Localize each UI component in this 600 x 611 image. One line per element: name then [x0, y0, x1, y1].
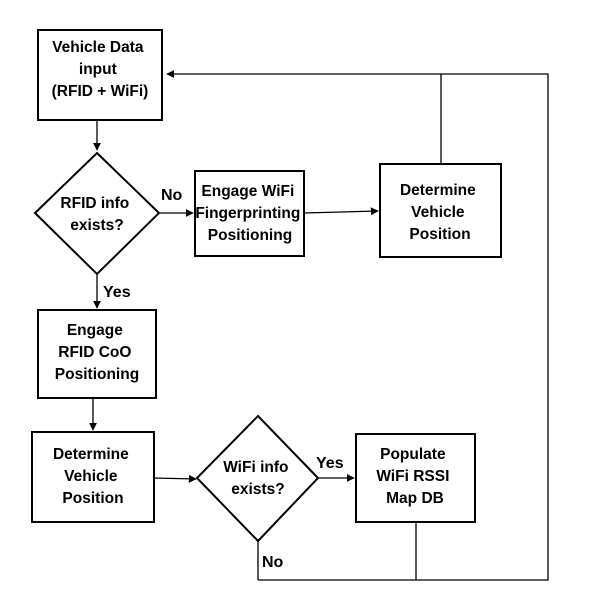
- node-line: WiFi info: [223, 459, 288, 476]
- process-box: [194, 170, 305, 257]
- svg-text:Engage RFID CoO Po: Engage RFID CoO Positioning: [55, 322, 139, 383]
- svg-text:Engage WiFi Fingerprinti: Engage WiFi Fingerprinting Positioning: [195, 183, 304, 244]
- node-line: exists?: [70, 217, 123, 234]
- svg-text:RFID info exists?: RFID info exists?: [60, 195, 133, 234]
- process-box: [37, 309, 157, 399]
- node-line: Fingerprinting: [195, 205, 300, 222]
- node-line: Populate: [380, 446, 446, 463]
- node-line: Determine: [400, 182, 476, 199]
- node-determine-vehicle-position-top: Determine Vehicle Position: [379, 163, 502, 258]
- svg-text:WiFi info exists?: WiFi info exists?: [223, 459, 293, 498]
- node-line: Engage: [67, 322, 123, 339]
- node-determine-vehicle-position-bottom: Determine Vehicle Position: [31, 431, 155, 523]
- process-box: [31, 431, 155, 523]
- process-box: [355, 433, 476, 523]
- node-line: Position: [409, 226, 470, 243]
- svg-text:Vehicle Data input: Vehicle Data input (RFID + WiFi): [52, 39, 149, 100]
- node-line: Vehicle Data: [52, 39, 144, 56]
- node-wifi-info-exists: WiFi info exists?: [195, 414, 320, 543]
- edge-label-wifi-yes: Yes: [316, 455, 344, 472]
- node-line: Positioning: [55, 366, 139, 383]
- process-box: [379, 163, 502, 258]
- node-line: Engage WiFi: [201, 183, 294, 200]
- node-line: RFID CoO: [58, 344, 131, 361]
- node-line: RFID info: [60, 195, 129, 212]
- edge-position-bottom-to-wifi-decision: [153, 474, 197, 483]
- decision-diamond: [195, 414, 320, 543]
- edge-wifi-fp-to-position-top: [303, 207, 379, 216]
- node-line: input: [79, 61, 117, 78]
- connectors: [89, 70, 549, 581]
- node-line: Positioning: [208, 227, 292, 244]
- node-engage-rfid-coo: Engage RFID CoO Positioning: [37, 309, 157, 399]
- node-line: Map DB: [386, 490, 444, 507]
- node-vehicle-data-input: Vehicle Data input (RFID + WiFi): [37, 29, 163, 121]
- decision-diamond: [33, 151, 161, 276]
- edge-label-wifi-no: No: [262, 554, 284, 571]
- node-line: Vehicle: [64, 468, 118, 485]
- svg-text:Determine Vehicle: Determine Vehicle Position: [53, 446, 133, 507]
- node-line: Position: [62, 490, 123, 507]
- svg-text:Populate WiFi RSSI: Populate WiFi RSSI Map DB: [376, 446, 453, 507]
- process-box: [37, 29, 163, 121]
- node-line: exists?: [231, 481, 284, 498]
- edge-return-loop: [258, 73, 549, 581]
- svg-text:Determine Vehicle: Determine Vehicle Position: [400, 182, 480, 243]
- node-populate-wifi-rssi: Populate WiFi RSSI Map DB: [355, 433, 476, 523]
- node-line: WiFi RSSI: [376, 468, 449, 485]
- node-line: (RFID + WiFi): [52, 83, 149, 100]
- edge-label-rfid-yes: Yes: [103, 284, 131, 301]
- node-engage-wifi-fingerprinting: Engage WiFi Fingerprinting Positioning: [194, 170, 305, 257]
- node-line: Vehicle: [411, 204, 465, 221]
- node-line: Determine: [53, 446, 129, 463]
- node-rfid-info-exists: RFID info exists?: [33, 151, 161, 276]
- edge-label-rfid-no: No: [161, 187, 183, 204]
- edge-position-top-to-input: [166, 70, 442, 164]
